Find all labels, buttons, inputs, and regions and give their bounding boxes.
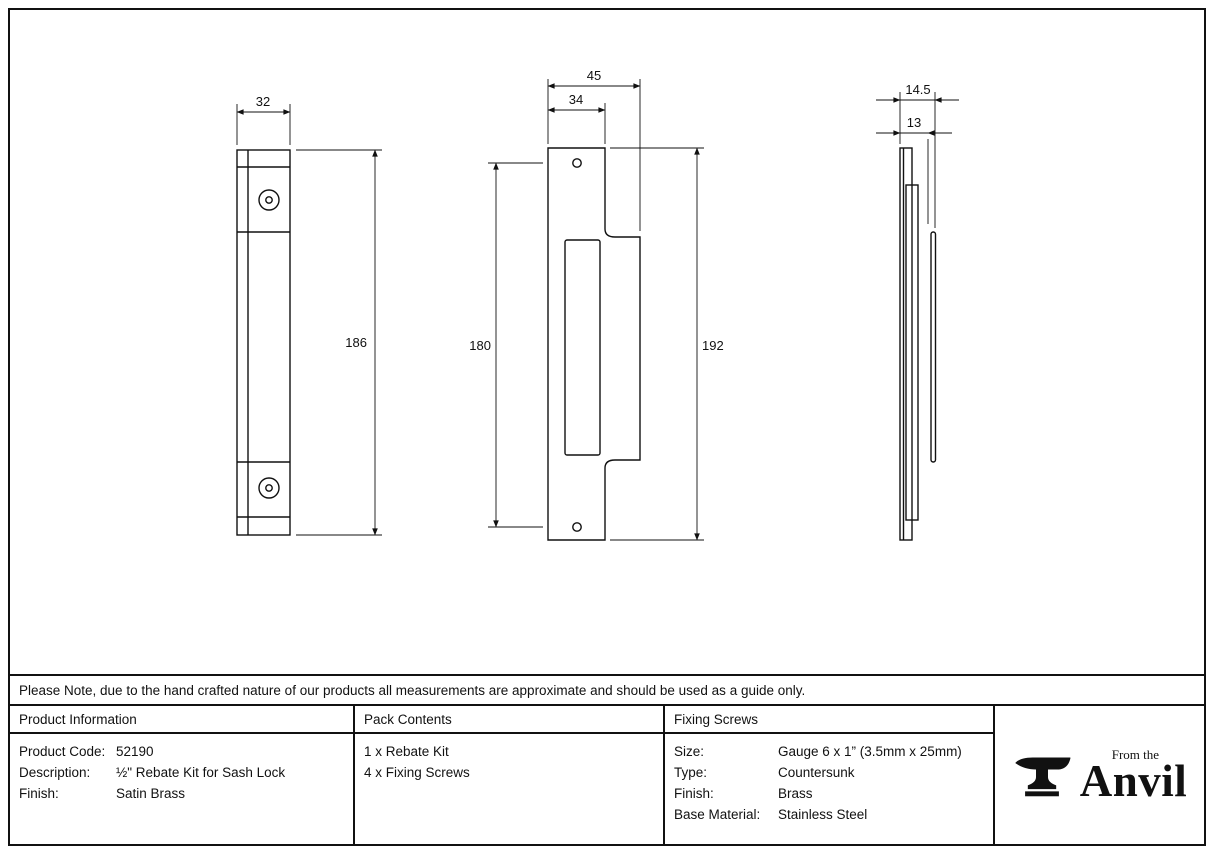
screw-hole-icon	[572, 522, 582, 532]
pack-item: 1 x Rebate Kit	[364, 744, 449, 759]
screw-size-label: Size:	[674, 744, 705, 759]
product-code-label: Product Code:	[19, 744, 106, 759]
note-text: Please Note, due to the hand crafted nat…	[19, 682, 806, 698]
screw-finish-row: Finish: Brass	[674, 783, 987, 804]
technical-drawing: 32 186	[10, 10, 1204, 674]
note-bar: Please Note, due to the hand crafted nat…	[10, 674, 1204, 704]
info-table: Product Information Product Code: 52190 …	[10, 704, 1204, 844]
screw-type-value: Countersunk	[778, 765, 855, 780]
sheet-border: 32 186	[8, 8, 1206, 846]
screw-hole-icon	[258, 189, 280, 211]
brand-name: Anvil	[1079, 756, 1188, 807]
pack-contents-header: Pack Contents	[355, 706, 663, 734]
dim-side-overall-depth: 14.5	[905, 82, 930, 97]
description-label: Description:	[19, 765, 91, 780]
front-view-dimension-lines	[236, 104, 382, 536]
lip-profile	[930, 231, 937, 463]
screw-finish-label: Finish:	[674, 786, 714, 801]
dim-face-hole-spacing: 180	[469, 338, 491, 353]
screw-base-material-row: Base Material: Stainless Steel	[674, 804, 987, 825]
product-information-body: Product Code: 52190 Description: ½" Reba…	[10, 734, 353, 804]
front-view-outline	[236, 149, 291, 536]
screw-hole-center-icon	[265, 484, 273, 492]
latch-cutout	[564, 239, 601, 456]
screw-hole-icon	[572, 158, 582, 168]
screw-finish-value: Brass	[778, 786, 813, 801]
screw-base-material-label: Base Material:	[674, 807, 761, 822]
dim-face-overall-width: 45	[587, 68, 601, 83]
anvil-icon	[1015, 757, 1071, 797]
side-view-outline	[899, 147, 937, 541]
dim-face-plate-width: 34	[569, 92, 583, 107]
product-information-column: Product Information Product Code: 52190 …	[10, 706, 355, 844]
dim-face-overall-height: 192	[702, 338, 724, 353]
screw-type-label: Type:	[674, 765, 708, 780]
finish-value: Satin Brass	[116, 786, 186, 801]
finish-row: Finish: Satin Brass	[19, 783, 347, 804]
pack-item: 4 x Fixing Screws	[364, 765, 470, 780]
fixing-screws-header: Fixing Screws	[665, 706, 993, 734]
face-view-outline	[547, 147, 641, 541]
brand-logo: From the Anvil	[995, 706, 1204, 844]
drawing-svg: 32 186	[236, 68, 959, 541]
screw-hole-center-icon	[265, 196, 273, 204]
pack-contents-column: Pack Contents 1 x Rebate Kit 4 x Fixing …	[355, 706, 665, 844]
description-row: Description: ½" Rebate Kit for Sash Lock	[19, 762, 347, 783]
screw-size-value: Gauge 6 x 1” (3.5mm x 25mm)	[778, 744, 962, 759]
product-information-header: Product Information	[10, 706, 353, 734]
product-code-value: 52190	[116, 744, 154, 759]
pack-contents-body: 1 x Rebate Kit 4 x Fixing Screws	[355, 734, 663, 783]
screw-type-row: Type: Countersunk	[674, 762, 987, 783]
face-view-dimension-lines	[488, 79, 704, 541]
brand-text: From the Anvil	[1080, 747, 1188, 803]
dim-front-width: 32	[256, 94, 270, 109]
dim-side-plate-depth: 13	[907, 115, 921, 130]
screw-size-row: Size: Gauge 6 x 1” (3.5mm x 25mm)	[674, 741, 987, 762]
dim-front-height: 186	[345, 335, 367, 350]
fixing-screws-column: Fixing Screws Size: Gauge 6 x 1” (3.5mm …	[665, 706, 995, 844]
side-view-dimension-lines	[876, 92, 959, 228]
screw-hole-icon	[258, 477, 280, 499]
brand-tagline: From the	[1111, 747, 1160, 763]
description-value: ½" Rebate Kit for Sash Lock	[116, 765, 286, 780]
product-code-row: Product Code: 52190	[19, 741, 347, 762]
fixing-screws-body: Size: Gauge 6 x 1” (3.5mm x 25mm) Type: …	[665, 734, 993, 825]
screw-base-material-value: Stainless Steel	[778, 807, 868, 822]
finish-label: Finish:	[19, 786, 59, 801]
